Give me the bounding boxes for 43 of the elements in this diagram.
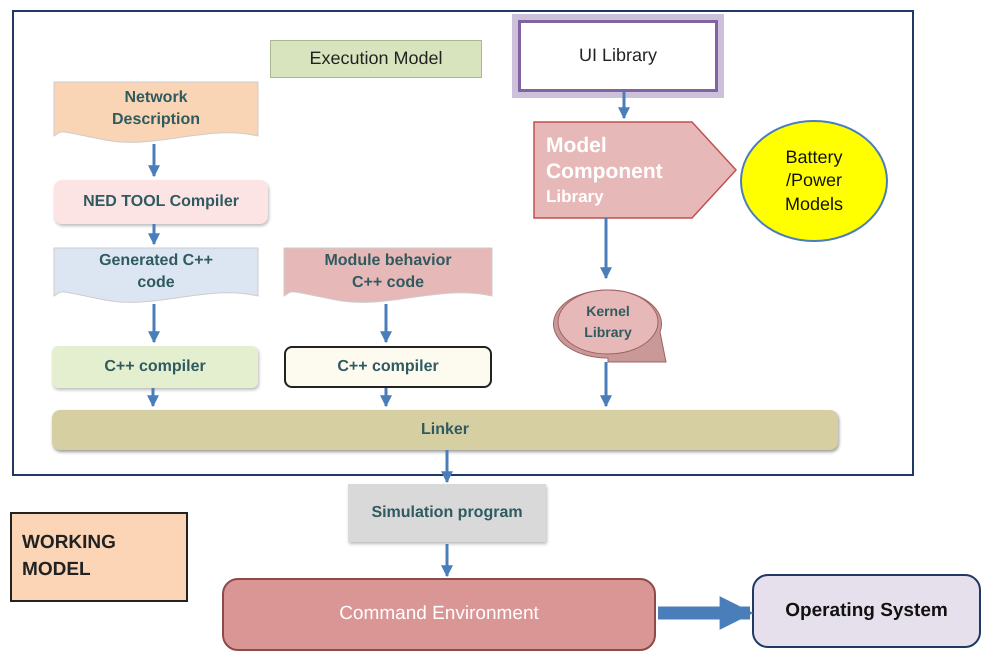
node-label: Command Environment: [339, 602, 539, 626]
arrow: [148, 304, 160, 344]
arrow: [441, 544, 453, 578]
document-shape: [54, 248, 258, 304]
arrow: [600, 218, 612, 280]
node-label: Module behavior C++ code: [323, 250, 453, 293]
node-label: WORKING MODEL: [22, 531, 117, 582]
arrow: [148, 144, 160, 178]
node-label: Linker: [420, 420, 469, 440]
node-label: Network Description: [110, 88, 201, 130]
node-label: Battery /Power Models: [784, 146, 844, 216]
arrow: [658, 596, 754, 630]
document-shape: [54, 82, 258, 144]
arrow: [147, 388, 159, 408]
arrow: [600, 362, 612, 408]
node-label: Model Component: [546, 133, 664, 186]
node-label: Execution Model: [309, 47, 443, 70]
arrow: [618, 92, 630, 120]
node-label: UI Library: [578, 44, 658, 68]
node-label: C++ compiler: [337, 356, 439, 377]
arrow: [148, 224, 160, 246]
pentagon-arrow-box: [534, 122, 736, 218]
linker-bar: [52, 410, 838, 450]
process-box: [284, 346, 492, 388]
node-label: Kernel Library: [583, 302, 633, 342]
title-box: [270, 40, 482, 78]
arrow: [380, 388, 392, 408]
process-box: [348, 484, 546, 542]
node-label: Library: [546, 186, 604, 207]
node-label: NED TOOL Compiler: [83, 192, 239, 212]
arrow: [380, 304, 392, 344]
process-box: [222, 578, 656, 651]
process-box: [54, 180, 268, 224]
note-box: [10, 512, 188, 602]
node-label: Generated C++ code: [98, 250, 214, 293]
node-label: Operating System: [785, 598, 948, 623]
node-label: Simulation program: [371, 502, 523, 523]
document-shape: [284, 248, 492, 304]
node-label: C++ compiler: [104, 356, 206, 377]
arrow: [441, 450, 453, 484]
process-box: [52, 346, 258, 388]
process-box: [752, 574, 981, 648]
frame-box: [12, 10, 914, 476]
